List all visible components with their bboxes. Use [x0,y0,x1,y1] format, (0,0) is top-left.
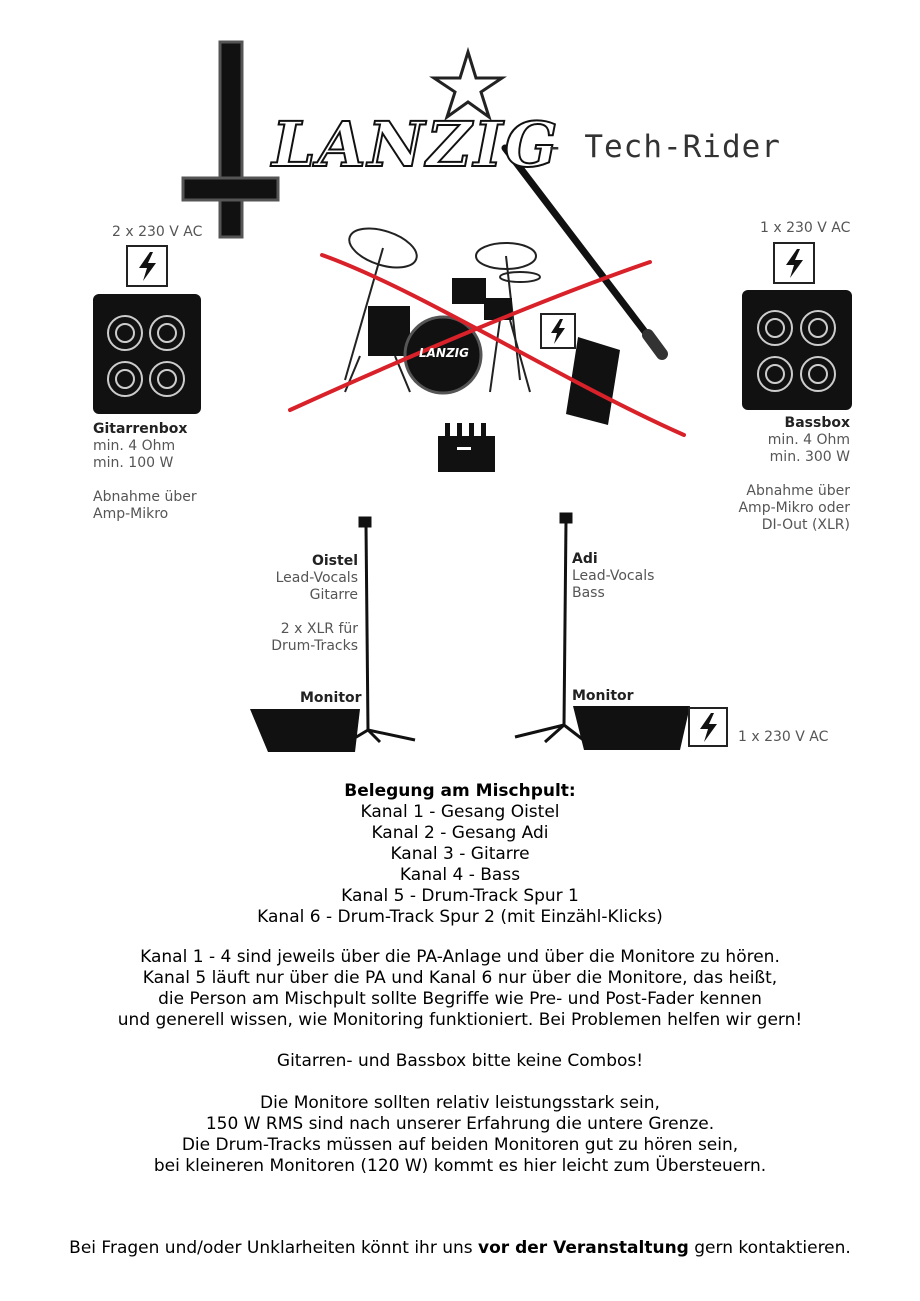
bass-pickup-line3: DI-Out (XLR) [761,517,850,533]
oistel-label: Oistel Lead-Vocals Gitarre 2 x XLR für D… [271,553,358,655]
drumstick [501,144,659,349]
note-line: und generell wissen, wie Monitoring funk… [117,1010,803,1030]
note-line: die Person am Mischpult sollte Begriffe … [158,989,762,1009]
oistel-name: Oistel [311,553,358,569]
guitar-cabinet-icon [93,294,201,414]
mixer-assignment: Belegung am Mischpult: Kanal 1 - Gesang … [0,781,920,928]
channel-4: Kanal 4 - Bass [399,865,521,885]
note-line: Kanal 1 - 4 sind jeweils über die PA-Anl… [140,947,780,967]
page-title: - Tech-Rider [545,129,781,165]
bass-cabinet-icon [742,290,852,410]
drum-track-player-icon [438,423,495,472]
band-logo: LANZIG [271,107,560,182]
guitar-pickup-line1: Abnahme über [93,489,197,505]
monitor-requirements: Die Monitore sollten relativ leistungsst… [0,1093,920,1177]
channel-1: Kanal 1 - Gesang Oistel [360,802,560,822]
power-outlet-icon [540,313,576,349]
adi-name: Adi [572,551,598,567]
bass-cabinet-name: Bassbox [784,415,850,431]
note-line: Kanal 5 läuft nur über die PA und Kanal … [142,968,778,988]
note-line: bei kleineren Monitoren (120 W) kommt es… [153,1156,767,1176]
mic-stand-icon [514,512,591,747]
monitor-wedge-icon [250,709,360,752]
monitor-wedge-icon [573,706,690,750]
power-outlet-icon [773,242,815,284]
inverted-cross-logo [181,40,280,239]
bass-power-label: 1 x 230 V AC [760,220,851,236]
power-outlet-icon [126,245,168,287]
pentagram-icon [429,46,507,121]
footer-text-before: Bei Fragen und/oder Unklarheiten könnt i… [69,1238,479,1258]
adi-monitor-label: Monitor [572,688,634,704]
oistel-xlr1: 2 x XLR für [280,621,358,637]
bass-spec-ohm: min. 4 Ohm [767,432,850,448]
guitar-cabinet-label: Gitarrenbox min. 4 Ohm min. 100 W Abnahm… [93,421,197,523]
bass-cabinet-label: Bassbox min. 4 Ohm min. 300 W Abnahme üb… [738,415,850,534]
footer-text-bold: vor der Veranstaltung [478,1238,689,1258]
crossed-out-mark [288,253,686,437]
bass-pickup-line2: Amp-Mikro oder [738,500,850,516]
monitor-power-label: 1 x 230 V AC [738,729,829,745]
contact-footer: Bei Fragen und/oder Unklarheiten könnt i… [0,1238,920,1259]
oistel-xlr2: Drum-Tracks [271,638,358,654]
mixer-heading: Belegung am Mischpult: [344,781,576,801]
power-outlet-icon [688,707,728,747]
drum-kit-icon [344,227,541,395]
adi-label: Adi Lead-Vocals Bass [572,551,654,602]
note-line: 150 W RMS sind nach unserer Erfahrung di… [205,1114,715,1134]
oistel-monitor-label: Monitor [300,690,362,706]
channel-6: Kanal 6 - Drum-Track Spur 2 (mit Einzähl… [257,907,663,927]
bass-drum-logo: LANZIG [419,346,469,360]
bass-pickup-line1: Abnahme über [746,483,850,499]
adi-role2: Bass [572,585,605,601]
note-line: Die Monitore sollten relativ leistungsst… [260,1093,660,1113]
footer-text-after: gern kontaktieren. [688,1238,851,1258]
no-combos-note: Gitarren- und Bassbox bitte keine Combos… [276,1051,644,1071]
bass-spec-watt: min. 300 W [769,449,850,465]
guitar-spec-ohm: min. 4 Ohm [93,438,176,454]
channel-3: Kanal 3 - Gitarre [390,844,530,864]
guitar-power-label: 2 x 230 V AC [112,224,203,240]
drum-monitor-wedge-icon [566,337,620,425]
adi-role1: Lead-Vocals [572,568,655,584]
guitar-pickup-line2: Amp-Mikro [93,506,169,522]
channel-2: Kanal 2 - Gesang Adi [371,823,549,843]
guitar-spec-watt: min. 100 W [93,455,174,471]
oistel-role1: Lead-Vocals [275,570,358,586]
guitar-cabinet-name: Gitarrenbox [93,421,188,437]
monitoring-notes: Kanal 1 - 4 sind jeweils über die PA-Anl… [0,947,920,1031]
note-line: Die Drum-Tracks müssen auf beiden Monito… [181,1135,739,1155]
oistel-role2: Gitarre [309,587,358,603]
channel-5: Kanal 5 - Drum-Track Spur 1 [341,886,579,906]
